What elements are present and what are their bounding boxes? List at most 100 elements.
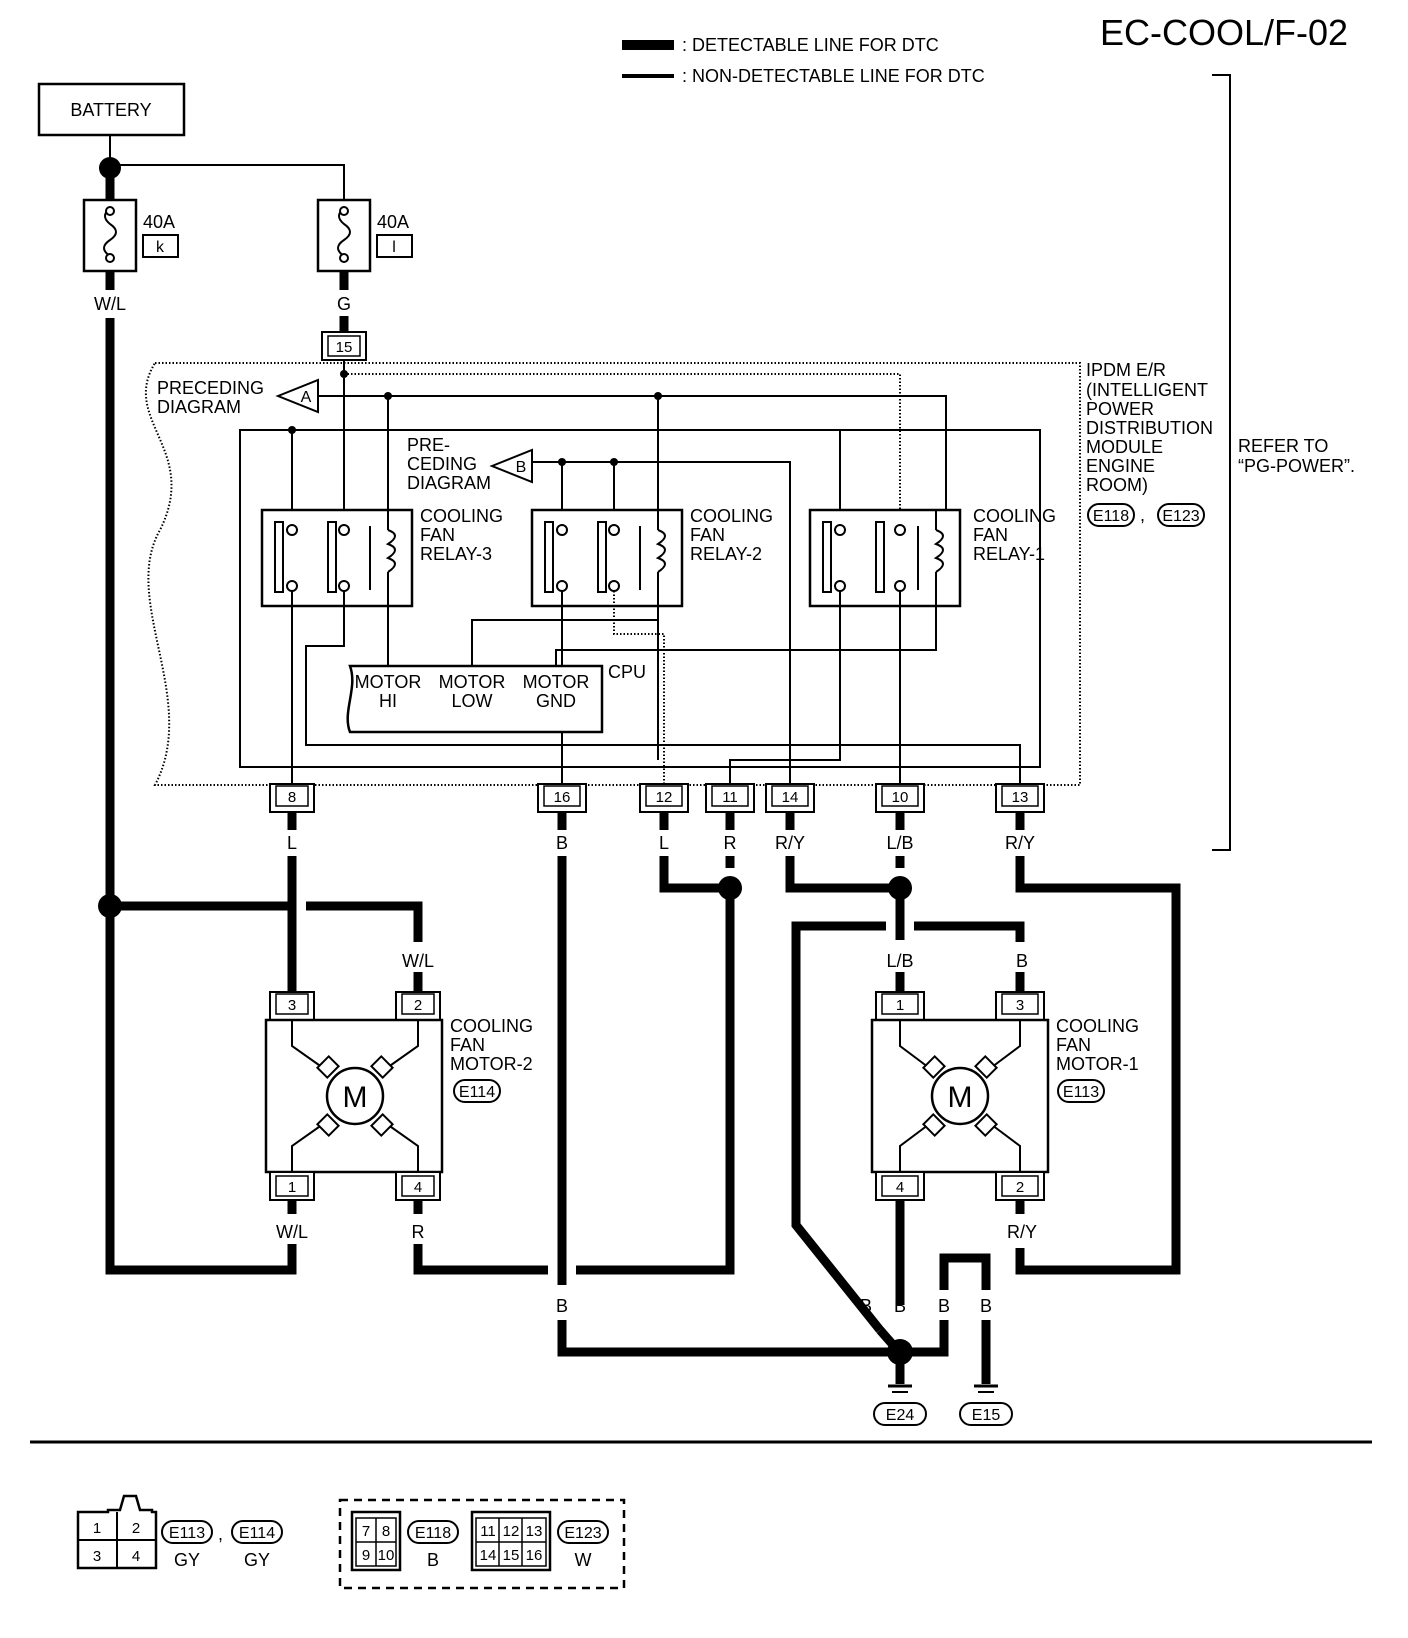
ipdm-pin-14: 14 [765,783,815,813]
ipdm-pin-12: 12 [639,783,689,813]
ground-wire-4: B [938,1296,950,1316]
connector-face-e113-e114: 1 2 3 4 E113 , E114 GY GY [76,1494,283,1570]
preceding-b-1: PRE- [407,435,450,455]
svg-text:W: W [575,1550,592,1570]
motor-1-wire-lb: L/B [886,951,913,971]
refer-line-2: “PG-POWER”. [1238,456,1355,476]
relay-2-name-3: RELAY-2 [690,544,762,564]
ground-e15: E15 [959,1384,1013,1426]
motor-2-wire-wl-top: W/L [402,951,434,971]
preceding-a-1: PRECEDING [157,378,264,398]
svg-text:1: 1 [896,997,904,1014]
svg-text:9: 9 [362,1547,370,1564]
pin-15: 15 [336,339,353,356]
relay-2-name-1: COOLING [690,506,773,526]
legend: : DETECTABLE LINE FOR DTC : NON-DETECTAB… [622,35,985,86]
svg-text:4: 4 [132,1548,140,1565]
svg-text:8: 8 [288,789,296,806]
wire-pin-10: L/B [886,833,913,853]
ipdm-name-1: IPDM E/R [1086,360,1166,380]
preceding-b-3: DIAGRAM [407,473,491,493]
ground-e15-label: E15 [972,1407,1001,1424]
svg-text:2: 2 [1016,1179,1024,1196]
motor-hi-1: MOTOR [355,672,422,692]
svg-text:,: , [1140,505,1145,525]
svg-text:10: 10 [378,1547,395,1564]
ipdm-bracket: REFER TO “PG-POWER”. [1212,74,1355,851]
ground-wire-2: B [860,1296,872,1316]
ipdm-name-2: (INTELLIGENT [1086,380,1208,400]
relay-1-name-2: FAN [973,525,1008,545]
wire-fuse-k: W/L [94,294,126,314]
svg-text:E114: E114 [239,1525,275,1542]
svg-text:3: 3 [288,997,296,1014]
ground-wire-3: B [894,1296,906,1316]
ipdm-pin-13: 13 [995,783,1045,813]
legend-detectable: : DETECTABLE LINE FOR DTC [682,35,939,55]
fuse-l-rating: 40A [377,212,409,232]
svg-text:2: 2 [132,1520,140,1537]
motor-2-wire-wl-bottom: W/L [276,1222,308,1242]
fuse-k-id: k [156,239,165,256]
marker-b [489,448,533,484]
motor-gnd-2: GND [536,691,576,711]
marker-a [275,378,319,414]
motor-1-wire-b: B [1016,951,1028,971]
motor-2-name-3: MOTOR-2 [450,1054,533,1074]
wire-pin-14: R/Y [775,833,805,853]
svg-text:14: 14 [782,789,799,806]
motor-2-wire-r: R [412,1222,425,1242]
svg-text:11: 11 [480,1523,496,1540]
cooling-fan-relay-3: COOLING FAN RELAY-3 [260,506,503,608]
svg-text:,: , [218,1524,223,1544]
ipdm-name-5: MODULE [1086,437,1163,457]
svg-text:13: 13 [526,1523,543,1540]
svg-text:7: 7 [362,1523,370,1540]
preceding-b-2: CEDING [407,454,477,474]
motor-1-name-1: COOLING [1056,1016,1139,1036]
svg-text:GY: GY [174,1550,200,1570]
ipdm-connector-2: E123 [1162,508,1199,525]
ground-wire-5: B [980,1296,992,1316]
preceding-a-2: DIAGRAM [157,397,241,417]
motor-1-connector: E113 [1063,1084,1099,1101]
ground-e24-label: E24 [886,1407,915,1424]
motor-2-connector: E114 [459,1084,495,1101]
ipdm-name-3: POWER [1086,399,1154,419]
motor-1-symbol: M [948,1081,973,1114]
svg-text:1: 1 [288,1179,296,1196]
motor-2-symbol: M [343,1081,368,1114]
svg-text:10: 10 [892,789,909,806]
motor-low-1: MOTOR [439,672,506,692]
cooling-fan-motor-1: 1 3 M 4 2 COOLING FAN MOTOR-1 E113 [870,991,1139,1201]
legend-non-detectable: : NON-DETECTABLE LINE FOR DTC [682,66,985,86]
ipdm-pin-10: 10 [875,783,925,813]
svg-text:4: 4 [896,1179,904,1196]
svg-text:3: 3 [93,1548,101,1565]
ipdm-name-7: ROOM) [1086,475,1148,495]
battery-box [37,82,186,137]
svg-text:11: 11 [722,789,738,806]
relay-3-name-1: COOLING [420,506,503,526]
svg-text:14: 14 [480,1547,497,1564]
svg-text:8: 8 [382,1523,390,1540]
wire-pin-11: R [724,833,737,853]
fuse-k: 40A k [82,198,179,273]
motor-1-wire-ry: R/Y [1007,1222,1037,1242]
connector-face-e123: 11 12 13 14 15 16 E123 W [470,1510,609,1572]
ipdm-pin-8: 8 [269,783,315,813]
ground-wire-1: B [556,1296,568,1316]
wire-pin-16: B [556,833,568,853]
relay-3-name-2: FAN [420,525,455,545]
wire-pin-8: L [287,833,297,853]
connector-group-box [338,1498,626,1590]
diagram-id: EC-COOL/F-02 [1100,12,1348,53]
marker-b-label: B [516,459,527,476]
fuse-k-rating: 40A [143,212,175,232]
svg-text:2: 2 [414,997,422,1014]
motor-hi-2: HI [379,691,397,711]
svg-text:E123: E123 [564,1525,601,1542]
svg-text:E113: E113 [169,1525,205,1542]
svg-text:16: 16 [526,1547,543,1564]
connector-face-e118: 7 8 9 10 E118 B [350,1510,459,1572]
